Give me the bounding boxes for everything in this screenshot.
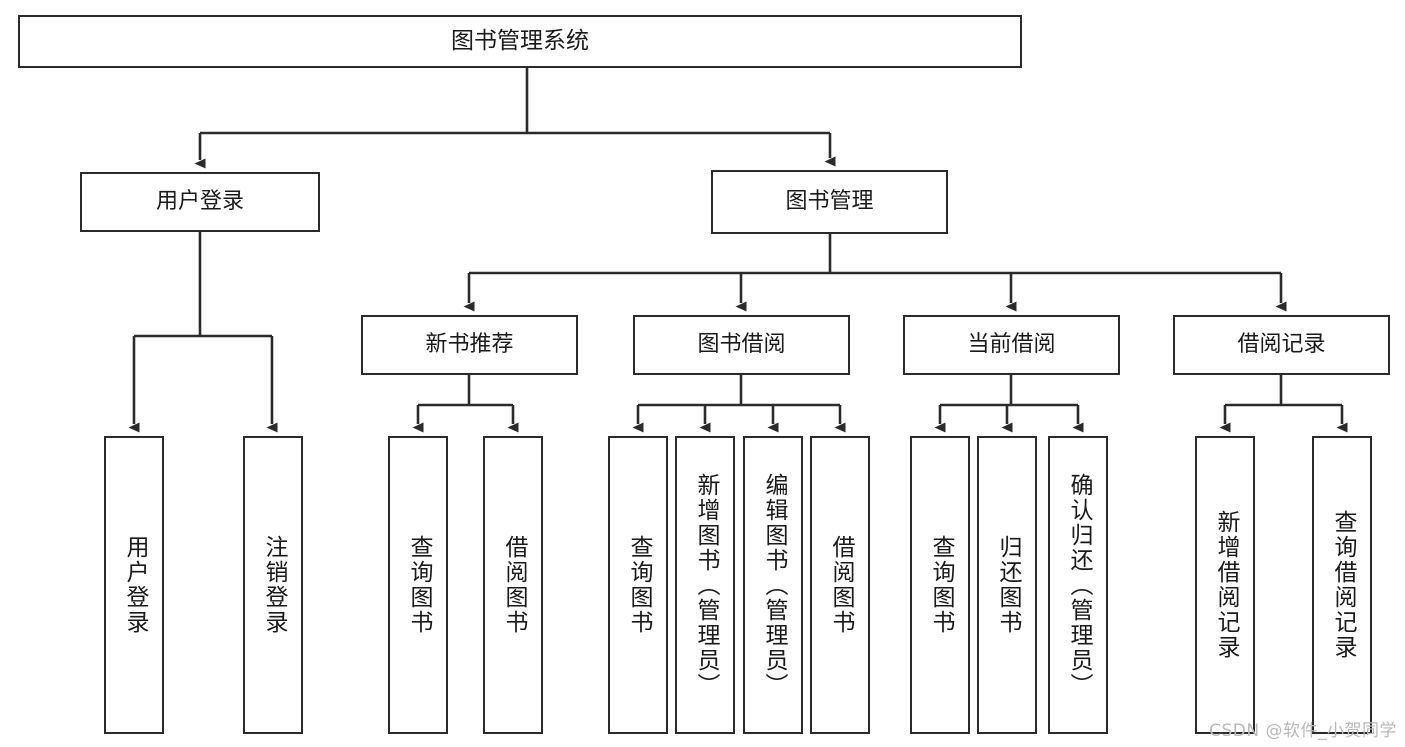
edge-borrowrecord-to-leaves <box>1219 375 1348 433</box>
node-leaf-add-record-label: 新增借阅记录 <box>1212 510 1239 660</box>
node-leaf-user-login[interactable]: 用户登录 <box>104 436 164 734</box>
edge-root-to-level1 <box>194 68 836 169</box>
node-leaf-query-book-2-label: 查询图书 <box>625 535 652 635</box>
node-leaf-return-book[interactable]: 归还图书 <box>977 436 1037 734</box>
node-current-borrow[interactable]: 当前借阅 <box>903 315 1120 375</box>
node-leaf-borrow-book-2[interactable]: 借阅图书 <box>810 436 870 734</box>
node-leaf-borrow-book-1-label: 借阅图书 <box>500 535 527 635</box>
node-borrow-record[interactable]: 借阅记录 <box>1173 315 1390 375</box>
node-book-borrow[interactable]: 图书借阅 <box>633 315 850 375</box>
node-leaf-query-record[interactable]: 查询借阅记录 <box>1312 436 1372 734</box>
node-leaf-query-book-1[interactable]: 查询图书 <box>388 436 448 734</box>
node-book-manage-label: 图书管理 <box>785 188 874 214</box>
node-leaf-query-book-2[interactable]: 查询图书 <box>608 436 668 734</box>
node-current-borrow-label: 当前借阅 <box>967 331 1056 357</box>
edge-currentborrow-to-leaves <box>934 375 1084 433</box>
node-book-manage[interactable]: 图书管理 <box>711 170 948 234</box>
node-leaf-return-book-label: 归还图书 <box>994 535 1021 635</box>
node-leaf-borrow-book-2-label: 借阅图书 <box>827 535 854 635</box>
edge-bookmanage-to-level2 <box>463 234 1287 312</box>
node-borrow-record-label: 借阅记录 <box>1237 331 1326 357</box>
edge-bookborrow-to-leaves <box>632 375 846 433</box>
node-leaf-logout-label: 注销登录 <box>260 535 287 635</box>
node-root[interactable]: 图书管理系统 <box>18 15 1022 68</box>
node-root-label: 图书管理系统 <box>451 27 589 54</box>
node-leaf-query-record-label: 查询借阅记录 <box>1329 510 1356 660</box>
node-leaf-query-book-3-label: 查询图书 <box>927 535 954 635</box>
node-new-book-recommend-label: 新书推荐 <box>425 331 514 357</box>
node-book-borrow-label: 图书借阅 <box>697 331 786 357</box>
node-leaf-borrow-book-1[interactable]: 借阅图书 <box>483 436 543 734</box>
node-leaf-confirm-return[interactable]: 确认归还（管理员） <box>1048 436 1108 734</box>
node-leaf-confirm-return-label: 确认归还（管理员） <box>1065 472 1092 698</box>
node-leaf-user-login-label: 用户登录 <box>121 535 148 635</box>
node-user-login[interactable]: 用户登录 <box>80 172 320 232</box>
node-leaf-logout[interactable]: 注销登录 <box>243 436 303 734</box>
node-leaf-edit-book-label: 编辑图书（管理员） <box>760 472 787 698</box>
watermark: CSDN @软件_小贺同学 <box>1209 721 1397 741</box>
node-new-book-recommend[interactable]: 新书推荐 <box>361 315 578 375</box>
node-leaf-query-book-3[interactable]: 查询图书 <box>910 436 970 734</box>
node-leaf-add-book-label: 新增图书（管理员） <box>692 472 719 698</box>
edge-newbook-to-leaves <box>412 375 519 433</box>
node-leaf-add-record[interactable]: 新增借阅记录 <box>1195 436 1255 734</box>
node-leaf-edit-book[interactable]: 编辑图书（管理员） <box>743 436 803 734</box>
node-leaf-query-book-1-label: 查询图书 <box>405 535 432 635</box>
node-user-login-label: 用户登录 <box>155 188 244 214</box>
edge-userlogin-to-leaves <box>128 232 278 433</box>
node-leaf-add-book[interactable]: 新增图书（管理员） <box>675 436 735 734</box>
